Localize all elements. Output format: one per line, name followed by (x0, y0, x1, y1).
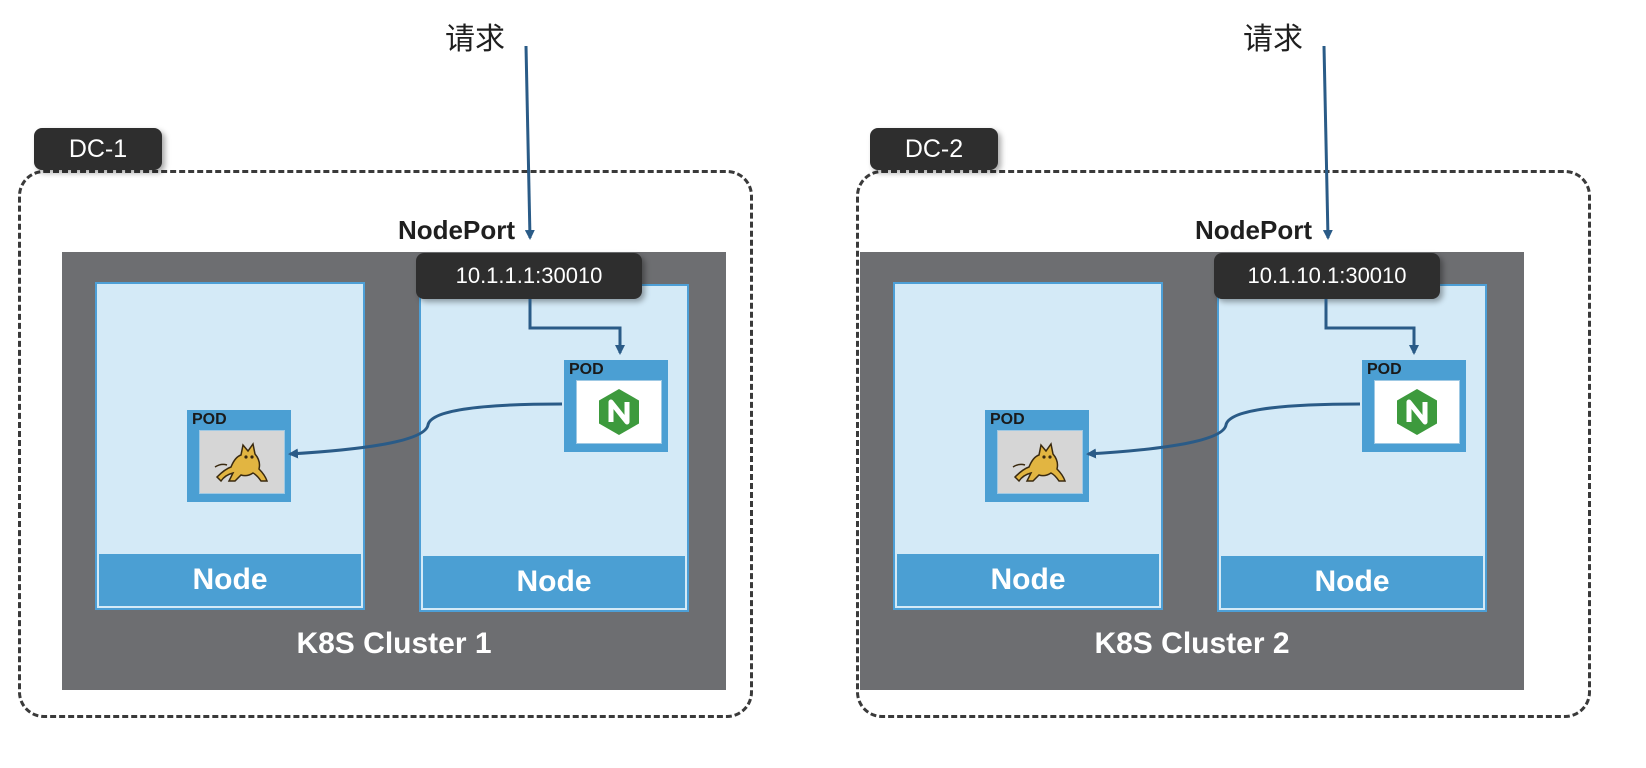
node-label: Node (897, 554, 1159, 606)
datacenter-1: DC-1 请求 NodePort POD Node POD (18, 23, 753, 718)
node-left: POD Node (95, 282, 365, 610)
datacenter-boundary (18, 170, 753, 718)
node-label: Node (99, 554, 361, 606)
nodeport-address: 10.1.1.1:30010 (416, 253, 642, 299)
nginx-to-tomcat-arrow (288, 402, 563, 459)
pod-label: POD (192, 411, 227, 428)
node-right: POD Node (1217, 284, 1487, 612)
tomcat-icon (199, 430, 285, 494)
k8s-cluster: POD Node POD (860, 252, 1524, 690)
datacenter-label: DC-2 (870, 128, 998, 170)
tomcat-pod: POD (187, 410, 291, 502)
nginx-icon (1374, 380, 1460, 444)
tomcat-icon (997, 430, 1083, 494)
pod-label: POD (1367, 361, 1402, 378)
traffic-arrows (1086, 45, 1419, 459)
nginx-to-tomcat-arrow (1086, 402, 1361, 459)
nginx-pod: POD (1362, 360, 1466, 452)
datacenter-boundary (856, 170, 1591, 718)
request-label: 请求 (1243, 23, 1303, 56)
traffic-arrows (288, 45, 625, 459)
nodeport-label: NodePort (1195, 215, 1312, 245)
datacenter-2: DC-2 请求 NodePort POD Node POD (838, 0, 1646, 768)
node-left: POD Node (893, 282, 1163, 610)
request-arrow (524, 45, 535, 240)
nginx-icon (576, 380, 662, 444)
nodeport-to-nginx-arrow (528, 299, 625, 355)
request-label: 请求 (445, 23, 505, 56)
nodeport-address: 10.1.10.1:30010 (1214, 253, 1440, 299)
cluster-label: K8S Cluster 2 (1094, 627, 1290, 660)
pod-label: POD (569, 361, 604, 378)
nginx-pod: POD (564, 360, 668, 452)
tomcat-pod: POD (985, 410, 1089, 502)
node-label: Node (423, 556, 685, 608)
pod-label: POD (990, 411, 1025, 428)
nodeport-label: NodePort (398, 215, 515, 245)
k8s-cluster: POD Node POD (62, 252, 726, 690)
nodeport-to-nginx-arrow (1324, 299, 1419, 355)
cluster-label: K8S Cluster 1 (296, 627, 492, 660)
datacenter-label: DC-1 (34, 128, 162, 170)
node-label: Node (1221, 556, 1483, 608)
node-right: POD Node (419, 284, 689, 612)
request-arrow (1322, 45, 1333, 240)
